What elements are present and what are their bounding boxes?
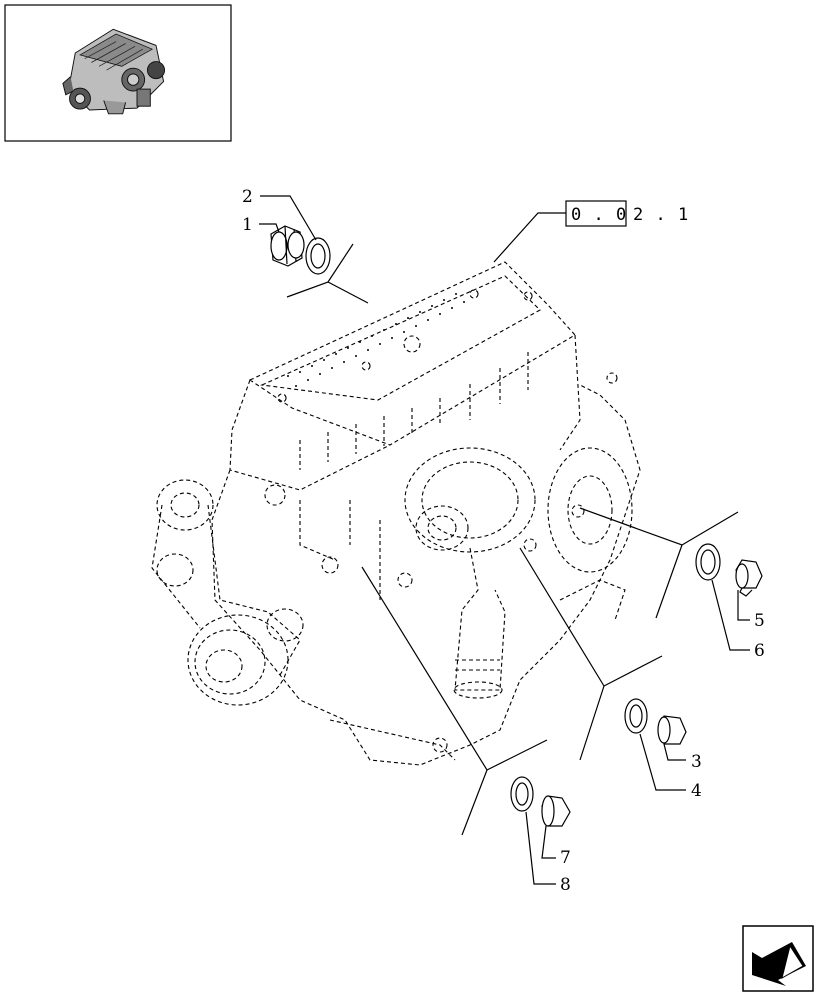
callout-2: 2 — [242, 187, 253, 207]
callout-7: 7 — [560, 848, 571, 868]
engine-thumbnail-icon[interactable] — [4, 4, 232, 142]
reference-label[interactable]: 0 . 0 2 . 1 — [565, 200, 689, 227]
part-plug-1[interactable] — [270, 225, 305, 267]
callout-5-leader — [737, 590, 750, 621]
callout-5: 5 — [754, 611, 765, 631]
callout-8: 8 — [560, 875, 571, 895]
leader-lines — [286, 243, 739, 836]
reference-leader-line — [493, 212, 566, 263]
callout-3-leader — [663, 743, 686, 761]
callout-7-leader — [541, 825, 556, 859]
reference-suffix: 2 . 1 — [633, 205, 689, 225]
part-plug-3[interactable] — [657, 715, 687, 745]
callout-2-leader — [260, 195, 317, 241]
part-washer-4[interactable] — [624, 698, 648, 734]
next-page-arrow-icon[interactable] — [742, 925, 814, 992]
callout-6-leader — [711, 579, 750, 651]
part-washer-8[interactable] — [510, 776, 534, 812]
part-plug-5[interactable] — [735, 559, 763, 597]
engine-block — [151, 261, 641, 766]
callout-4: 4 — [691, 781, 702, 801]
callout-1-leader — [259, 223, 280, 233]
callout-1: 1 — [242, 215, 253, 235]
part-washer-2[interactable] — [305, 237, 331, 275]
part-washer-6[interactable] — [695, 543, 721, 581]
callout-4-leader — [639, 733, 686, 791]
callout-8-leader — [525, 811, 556, 885]
part-plug-7[interactable] — [541, 795, 571, 827]
reference-boxed: 0 . 0 — [571, 205, 627, 225]
callout-6: 6 — [754, 641, 765, 661]
callout-3: 3 — [691, 752, 702, 772]
